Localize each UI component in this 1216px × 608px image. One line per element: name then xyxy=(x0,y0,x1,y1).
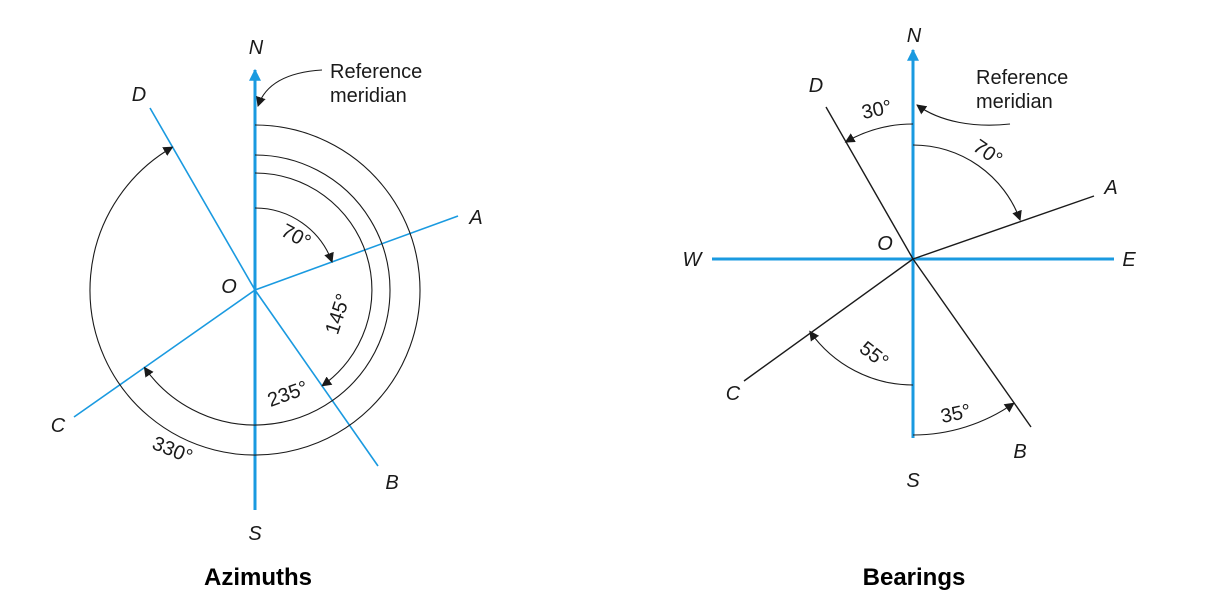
bearing-label-o: O xyxy=(877,233,893,255)
azimuth-angle-145: 145° xyxy=(321,291,355,337)
azimuth-arc-145 xyxy=(254,172,373,387)
bearings-diagram: N S E W O A B C D Reference meridian 70°… xyxy=(683,25,1137,591)
bearing-angle-35: 35° xyxy=(939,400,973,428)
bearing-label-w: W xyxy=(683,249,704,271)
azimuth-angle-330: 330° xyxy=(149,432,196,468)
bearing-reference-leader xyxy=(916,104,1011,126)
azimuth-angle-70: 70° xyxy=(277,220,314,254)
azimuth-label-n: N xyxy=(249,37,264,59)
azimuths-caption: Azimuths xyxy=(204,564,312,591)
azimuths-diagram: N S O A B C D Reference meridian 70° 145… xyxy=(51,37,483,591)
bearing-reference-line2: meridian xyxy=(976,91,1053,113)
azimuth-line-od xyxy=(149,107,256,291)
bearing-label-d: D xyxy=(809,75,823,97)
azimuth-label-c: C xyxy=(51,415,66,437)
azimuth-label-s: S xyxy=(248,523,262,545)
azimuth-reference-line1: Reference xyxy=(330,61,422,83)
bearing-angle-70: 70° xyxy=(969,135,1006,170)
bearing-arc-30 xyxy=(844,123,914,143)
bearing-line-oa xyxy=(912,195,1095,260)
bearing-reference-line1: Reference xyxy=(976,67,1068,89)
bearing-label-n: N xyxy=(907,25,922,47)
azimuth-line-oc xyxy=(73,289,256,418)
azimuth-label-o: O xyxy=(221,276,237,298)
bearing-line-oc xyxy=(743,258,914,382)
bearing-label-s: S xyxy=(906,470,920,492)
bearing-label-a: A xyxy=(1103,177,1117,199)
bearing-angle-55: 55° xyxy=(855,337,892,373)
azimuth-line-ob xyxy=(254,289,379,467)
bearing-arc-55 xyxy=(809,330,914,386)
azimuth-arc-70 xyxy=(254,207,334,263)
azimuth-reference-leader xyxy=(256,69,323,107)
azimuth-label-a: A xyxy=(468,207,482,229)
azimuth-arc-330 xyxy=(89,124,421,456)
bearing-angle-30: 30° xyxy=(860,96,894,124)
bearing-line-od xyxy=(825,106,914,260)
azimuth-reference-line2: meridian xyxy=(330,85,407,107)
bearing-arc-70 xyxy=(912,144,1022,221)
azimuth-angle-235: 235° xyxy=(265,377,311,412)
bearing-label-b: B xyxy=(1013,441,1026,463)
azimuth-label-b: B xyxy=(385,472,398,494)
azimuth-line-oa xyxy=(254,215,459,291)
bearing-label-c: C xyxy=(726,383,741,405)
azimuth-label-d: D xyxy=(132,84,146,106)
bearings-caption: Bearings xyxy=(863,564,966,591)
bearing-arc-35 xyxy=(912,402,1015,436)
bearing-label-e: E xyxy=(1122,249,1136,271)
azimuth-arc-235 xyxy=(143,154,391,426)
bearing-line-ob xyxy=(912,258,1032,428)
